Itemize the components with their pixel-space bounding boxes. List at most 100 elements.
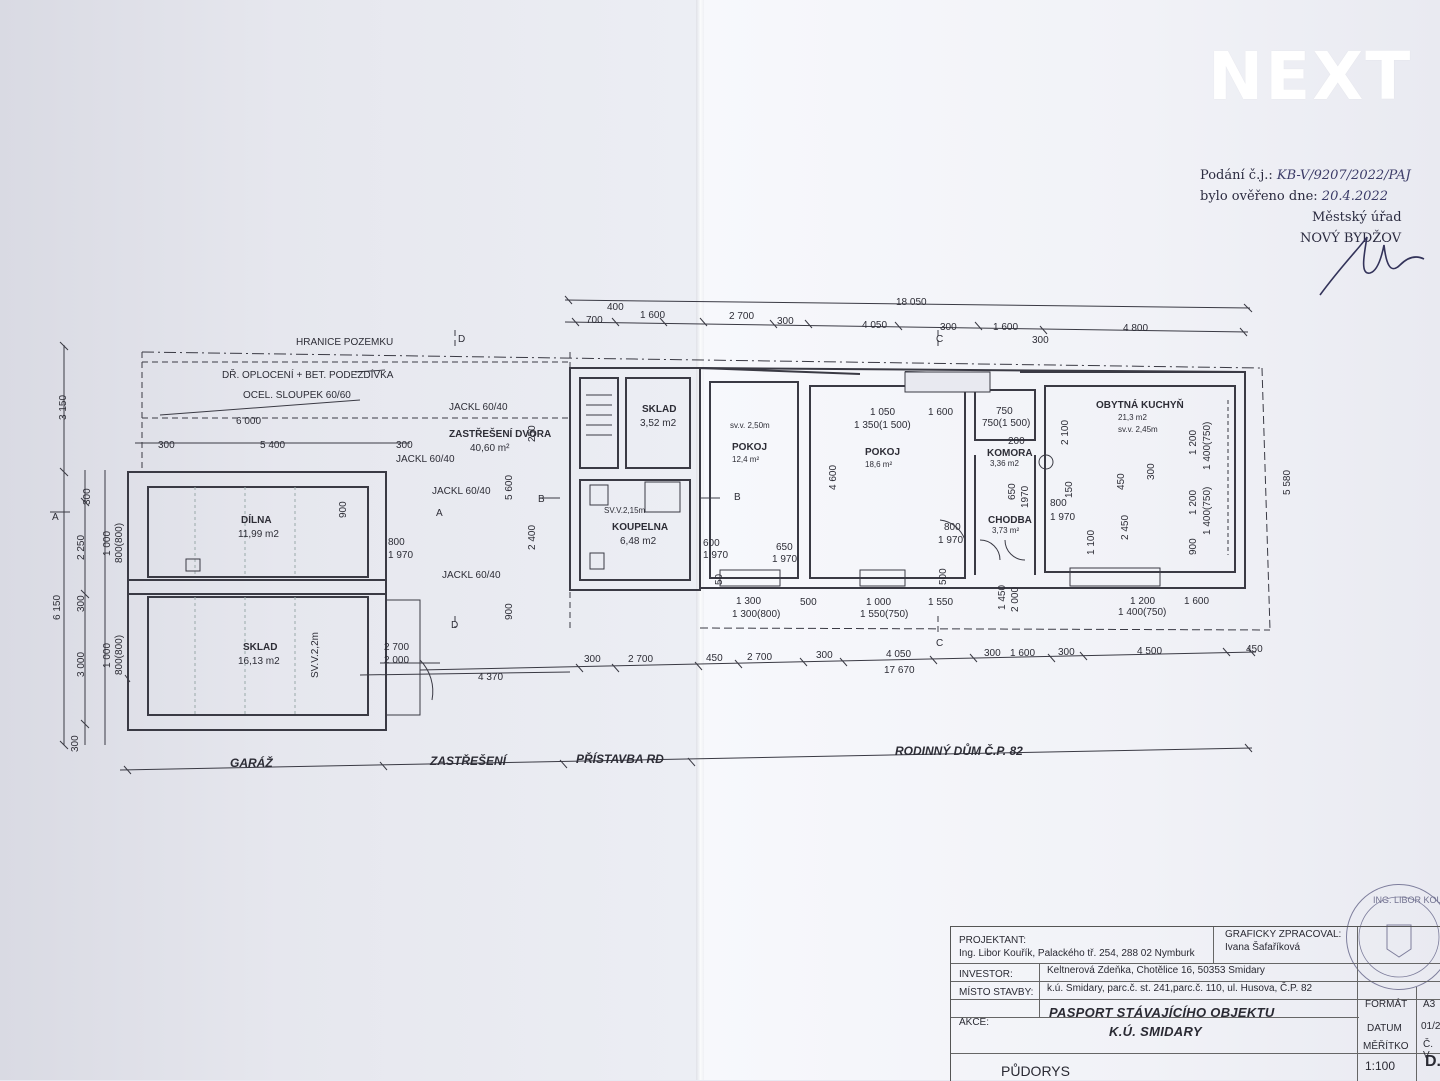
dim-yard-250: 250 — [527, 425, 538, 442]
dim-left-800b: 800(800) — [114, 635, 125, 675]
garage-outline — [127, 471, 387, 731]
dim-bottom-overall: 17 670 — [884, 665, 915, 676]
dim-top-400: 400 — [607, 302, 624, 313]
height-bathroom: SV.V.2,15m — [604, 506, 646, 515]
cislo-label: Č. V — [1423, 1039, 1433, 1061]
dim-yard-5600: 5 600 — [504, 475, 515, 500]
dim-garage-6000: 6 000 — [236, 416, 261, 427]
section-mark-b-right: B — [734, 492, 741, 503]
room-yard-cover-area: 40,60 m² — [470, 443, 510, 454]
dim-h-4600: 4 600 — [828, 465, 839, 490]
akce-label: AKCE: — [959, 1017, 990, 1028]
post-label: OCEL. SLOUPEK 60/60 — [243, 390, 351, 401]
misto-value: k.ú. Smidary, parc.č. st. 241,parc.č. 11… — [1047, 983, 1313, 994]
dim-bottom-300: 300 — [584, 654, 601, 665]
dim-h-800b: 800 — [1050, 498, 1067, 509]
dim-h-600: 600 — [703, 538, 720, 549]
dim-h-1200a: 1 200 — [1188, 430, 1199, 455]
datum-value: 01/2 — [1421, 1021, 1440, 1032]
dim-h-450: 450 — [1116, 473, 1127, 490]
dim-h-1300: 1 300 — [736, 596, 761, 607]
dim-left-3000: 3 000 — [76, 652, 87, 677]
dim-top-300c: 300 — [1032, 335, 1049, 346]
dim-left-300b: 300 — [76, 595, 87, 612]
akce-line2: K.Ú. SMIDARY — [1109, 1024, 1202, 1039]
room-chodba-name: CHODBA — [988, 515, 1032, 526]
dim-h-1600: 1 600 — [928, 407, 953, 418]
dim-h-1970d: 1970 — [1020, 485, 1031, 508]
round-stamp-text: ING. LIBOR KOUŘÍK — [1373, 895, 1440, 905]
dim-h-500a: 500 — [800, 597, 817, 608]
height-pokoj1: sv.v. 2,50m — [730, 421, 770, 430]
room-dilna-name: DÍLNA — [241, 513, 272, 526]
projektant-label: PROJEKTANT: — [959, 935, 1027, 946]
dim-h-1400c: 1 400(750) — [1118, 607, 1166, 618]
graficky-value: Ivana Šafaříková — [1225, 942, 1301, 953]
dim-h-1600b: 1 600 — [1184, 596, 1209, 607]
dim-h-5580: 5 580 — [1282, 470, 1293, 495]
dim-h-1970c: 1 970 — [938, 535, 963, 546]
room-sklad-small-name: SKLAD — [642, 404, 676, 415]
dim-top-300a: 300 — [777, 316, 794, 327]
dim-bottom-4050: 4 050 — [886, 649, 911, 660]
jackl-label-1: JACKL 60/40 — [449, 402, 508, 413]
dim-left-300c: 300 — [70, 735, 81, 752]
dim-h-1100: 1 100 — [1086, 530, 1097, 555]
dim-h-650b: 650 — [776, 542, 793, 553]
dim-h-1300b: 1 300(800) — [732, 609, 780, 620]
dim-h-300: 300 — [1146, 463, 1157, 480]
room-pokoj2-area: 18,6 m² — [865, 460, 892, 469]
dim-bottom-1600: 1 600 — [1010, 648, 1035, 659]
dim-bottom-300d: 300 — [1058, 647, 1075, 658]
dim-h-750b: 750(1 500) — [982, 418, 1030, 429]
room-koupelna-name: KOUPELNA — [612, 522, 668, 533]
dim-bottom-450a: 450 — [706, 653, 723, 664]
dim-bottom-300c: 300 — [984, 648, 1001, 659]
dim-bottom-450b: 450 — [1246, 644, 1263, 655]
dim-h-1450: 1 450 — [997, 585, 1008, 610]
misto-label: MÍSTO STAVBY: — [959, 987, 1034, 998]
dim-garage-900: 900 — [338, 501, 349, 518]
dim-h-150: 150 — [1064, 481, 1075, 498]
projektant-value: Ing. Libor Kouřík, Palackého tř. 254, 28… — [959, 948, 1195, 959]
dim-left-2250: 2 250 — [76, 535, 87, 560]
dim-yard-900: 900 — [504, 603, 515, 620]
dim-left-3150: 3 150 — [58, 395, 69, 420]
jackl-label-3: JACKL 60/40 — [432, 486, 491, 497]
section-label-pristavba: PŘÍSTAVBA RD — [576, 751, 664, 766]
jackl-label-2: JACKL 60/40 — [396, 454, 455, 465]
dim-top-4050: 4 050 — [862, 320, 887, 331]
section-mark-b-left: B — [538, 494, 545, 505]
dim-left-800a: 800(800) — [114, 523, 125, 563]
dim-h-1970e: 1 970 — [1050, 512, 1075, 523]
dim-h-1050: 1 050 — [870, 407, 895, 418]
akce-line1: PASPORT STÁVAJÍCÍHO OBJEKTU — [1049, 1005, 1275, 1020]
drawing-name: PŮDORYS — [1001, 1063, 1070, 1079]
dim-h-1000: 1 000 — [866, 597, 891, 608]
dim-garage-300a: 300 — [158, 440, 175, 451]
dim-left-1000a: 1 000 — [102, 531, 113, 556]
dim-h-500b: 500 — [938, 568, 949, 585]
room-sklad-small-area: 3,52 m2 — [640, 418, 677, 429]
dim-h-900: 900 — [1188, 538, 1199, 555]
approval-line1-label: Podání č.j.: — [1200, 168, 1273, 183]
section-label-garaz: GARÁŽ — [230, 755, 273, 770]
dim-top-4800: 4 800 — [1123, 323, 1148, 334]
dim-garage-2000: 2 000 — [384, 655, 409, 666]
dim-h-650: 650 — [1007, 483, 1018, 500]
dim-h-1550: 1 550(750) — [860, 609, 908, 620]
approval-line1-value: KB-V/9207/2022/PAJ — [1276, 168, 1411, 183]
room-komora-name: KOMORA — [987, 448, 1033, 459]
dim-garage-800: 800 — [388, 537, 405, 548]
dim-h-2100: 2 100 — [1060, 420, 1071, 445]
dim-h-800a: 800 — [944, 522, 961, 533]
datum-label: DATUM — [1367, 1023, 1402, 1034]
approval-town: NOVÝ BYDŽOV — [1300, 231, 1402, 246]
dim-bottom-2700a: 2 700 — [628, 654, 653, 665]
dim-bottom-2700b: 2 700 — [747, 652, 772, 663]
room-kuchyn-name: OBYTNÁ KUCHYŇ — [1096, 398, 1184, 411]
dim-top-1600a: 1 600 — [640, 310, 665, 321]
height-garage: SV.V.2,2m — [310, 632, 321, 678]
approval-line2-value: 20.4.2022 — [1321, 189, 1388, 204]
